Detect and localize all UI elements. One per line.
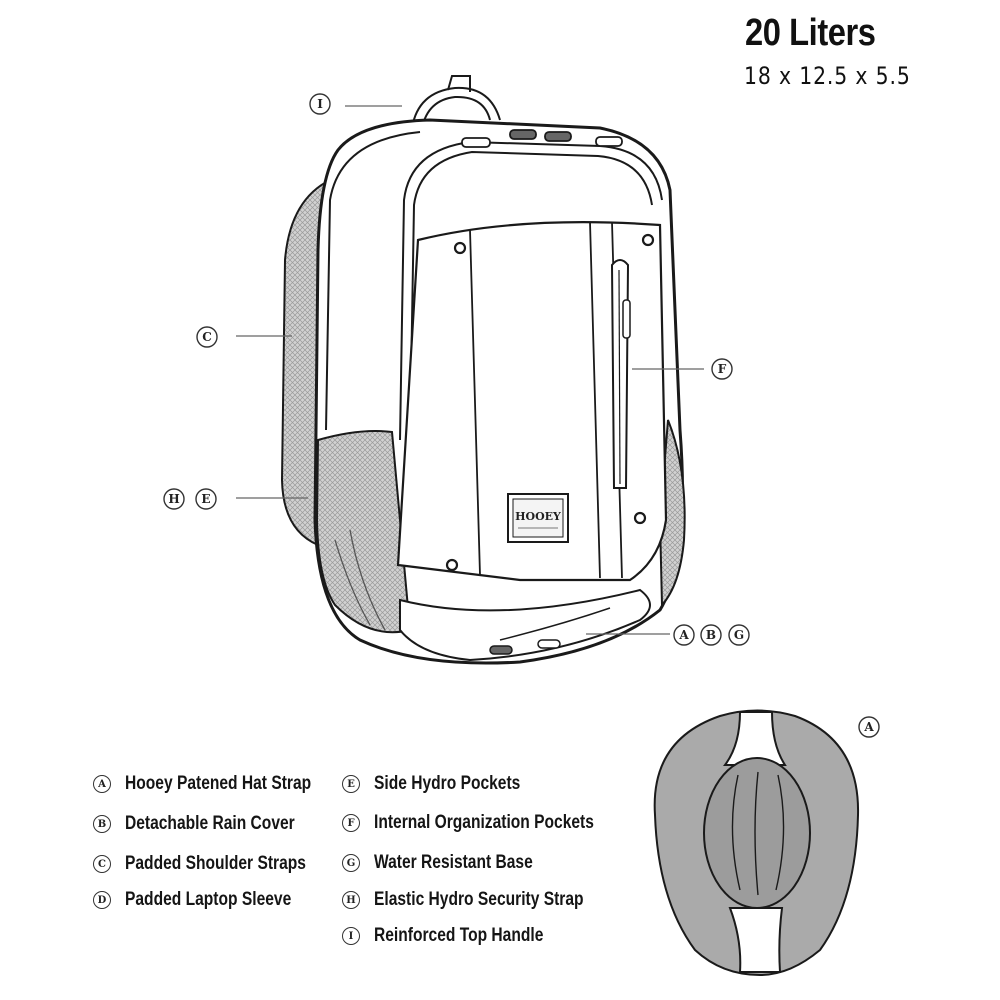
brand-patch-text: HOOEY — [515, 510, 561, 523]
callout-straps: C — [202, 330, 212, 344]
hat-strap-illustration — [653, 709, 860, 977]
top-handle — [411, 75, 501, 129]
callout-side-h: H — [168, 492, 179, 506]
front-panel — [396, 221, 668, 582]
callout-base-g: G — [734, 628, 744, 642]
callout-handle: I — [317, 97, 323, 111]
side-pocket-right — [658, 419, 686, 608]
brand-patch: HOOEY — [507, 493, 569, 543]
callout-side-e: E — [201, 492, 210, 506]
callout-pocket-f: F — [718, 362, 727, 376]
callout-base-b: B — [706, 628, 716, 642]
top-zipper-pulls — [461, 129, 623, 148]
base-zipper-pulls — [489, 639, 561, 655]
capacity-title: 20 Liters — [745, 12, 876, 54]
zipper-pull-icon — [622, 299, 631, 339]
water-resistant-base — [399, 588, 651, 662]
callout-hat-a: A — [863, 720, 874, 734]
callout-base-a: A — [678, 628, 689, 642]
side-pocket-left — [315, 430, 412, 634]
rivets — [445, 233, 655, 572]
dimensions-text: 18 x 12.5 x 5.5 — [744, 62, 911, 90]
